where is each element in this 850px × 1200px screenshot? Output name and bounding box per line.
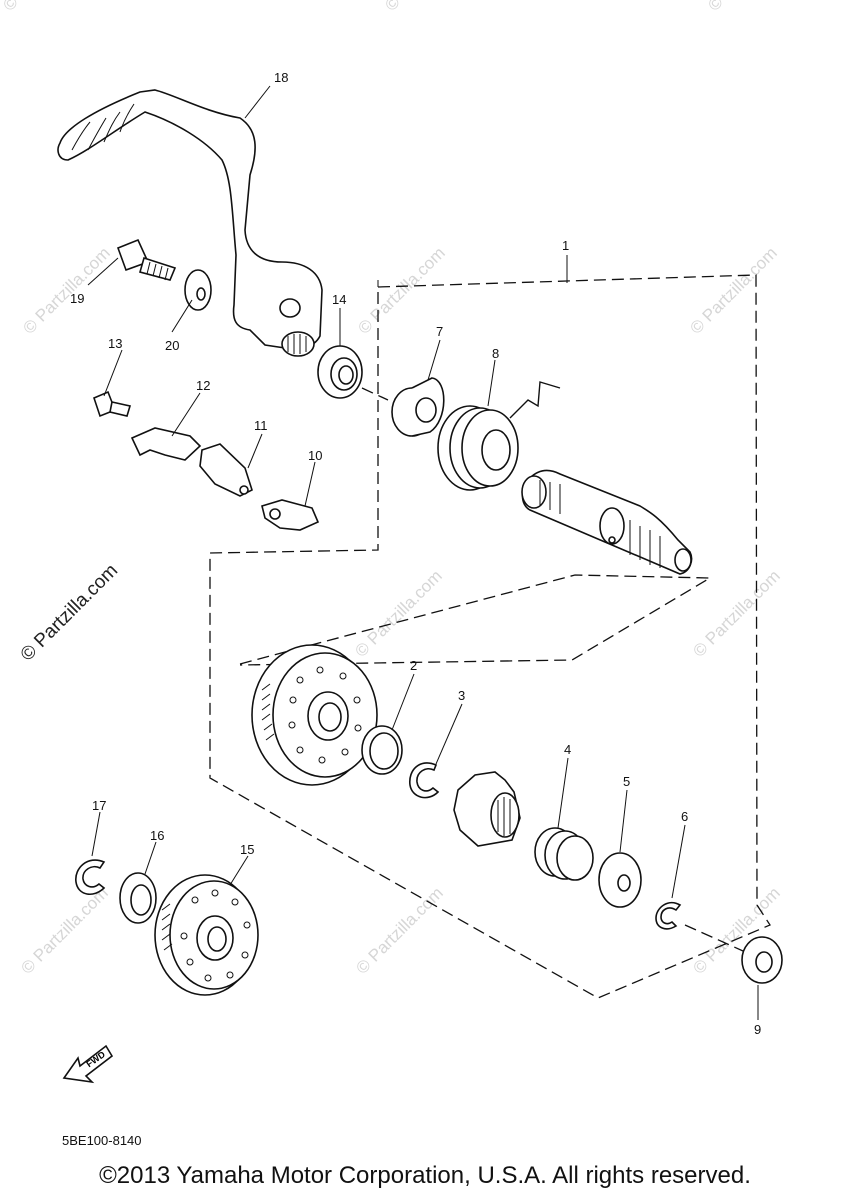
callout-3: 3 <box>458 688 465 703</box>
watermark: © Partzilla.com <box>19 243 113 337</box>
kick-gear <box>251 644 378 786</box>
assembly-outline <box>209 255 771 999</box>
callout-20: 20 <box>165 338 179 353</box>
compression-spring <box>534 827 594 881</box>
callout-5: 5 <box>623 774 630 789</box>
watermark: © Partzilla.com <box>704 0 798 15</box>
callout-18: 18 <box>274 70 288 85</box>
circlip-6 <box>655 901 682 930</box>
watermark: © Partzilla.com <box>689 566 783 660</box>
callout-6: 6 <box>681 809 688 824</box>
torsion-spring <box>437 381 561 491</box>
bolt-small <box>93 390 132 418</box>
callout-2: 2 <box>410 658 417 673</box>
centerline <box>361 387 389 401</box>
watermark: © Partzilla.com <box>686 243 780 337</box>
watermark: © Partzilla.com <box>17 883 111 977</box>
watermark-large: © Partzilla.com <box>17 560 122 665</box>
oil-seal <box>317 345 363 399</box>
part-code: 5BE100-8140 <box>62 1133 142 1148</box>
watermark: © Partzilla.com <box>354 243 448 337</box>
watermark: © Partzilla.com <box>381 0 475 15</box>
callout-10: 10 <box>308 448 322 463</box>
circlip-17 <box>75 859 106 895</box>
guide-2-hole <box>269 508 281 520</box>
copyright-notice: ©2013 Yamaha Motor Corporation, U.S.A. A… <box>99 1162 751 1189</box>
callout-17: 17 <box>92 798 106 813</box>
washer-2 <box>361 725 403 775</box>
callout-7: 7 <box>436 324 443 339</box>
watermark: © Partzilla.com <box>352 883 446 977</box>
callout-4: 4 <box>564 742 571 757</box>
stopper-plate <box>130 427 202 461</box>
bolt <box>116 238 177 281</box>
callout-12: 12 <box>196 378 210 393</box>
callout-13: 13 <box>108 336 122 351</box>
washer-5 <box>598 852 642 908</box>
leader-lines <box>87 85 759 1020</box>
circlip <box>409 762 440 799</box>
callout-19: 19 <box>70 291 84 306</box>
ratchet <box>453 771 521 847</box>
kick-crank-lever <box>57 89 323 357</box>
guide-2 <box>261 499 320 531</box>
washer <box>184 269 212 311</box>
guide-hole <box>239 485 249 495</box>
callout-16: 16 <box>150 828 164 843</box>
idler-gear <box>154 874 259 996</box>
callout-14: 14 <box>332 292 346 307</box>
callout-15: 15 <box>240 842 254 857</box>
spring-guide <box>391 377 445 437</box>
callout-9: 9 <box>754 1022 761 1037</box>
callout-8: 8 <box>492 346 499 361</box>
kick-shaft <box>521 469 693 575</box>
washer-9 <box>741 936 783 984</box>
centerline <box>684 924 753 956</box>
callouts: 18 1 19 20 14 13 12 11 10 7 8 2 3 4 5 6 … <box>70 70 761 1037</box>
callout-11: 11 <box>254 418 268 433</box>
callout-1: 1 <box>562 238 569 253</box>
watermark: © Partzilla.com <box>0 0 94 15</box>
forward-arrow-icon: FWD <box>62 1044 114 1084</box>
washer-16 <box>119 872 157 924</box>
watermarks: © Partzilla.com © Partzilla.com © Partzi… <box>0 0 799 978</box>
